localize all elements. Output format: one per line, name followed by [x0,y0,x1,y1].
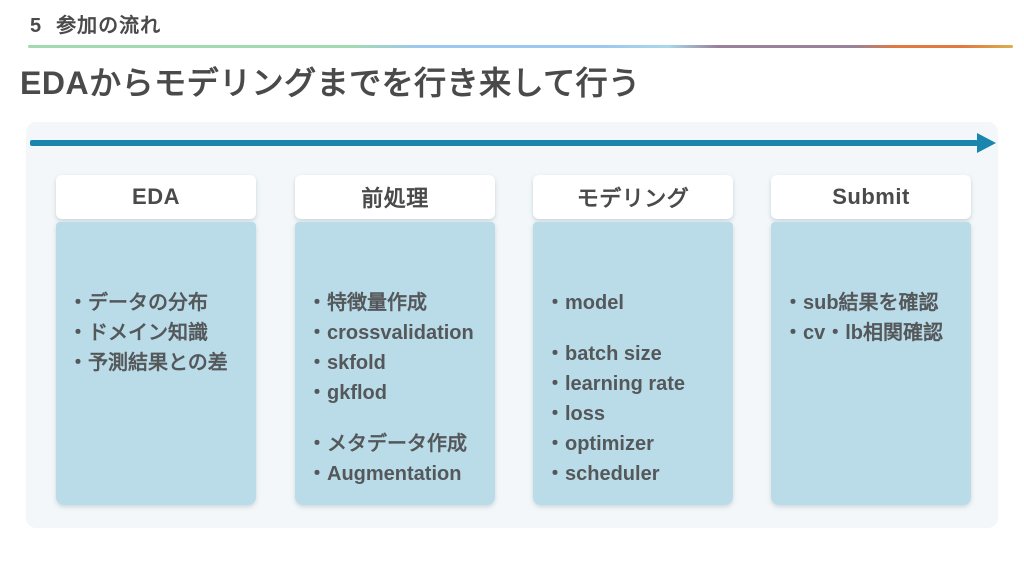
flow-column-body: ・sub結果を確認・cv・lb相関確認 [771,222,971,505]
flow-item-spacer [545,318,725,339]
flow-item: ・特徴量作成 [307,292,427,314]
flow-column-header: 前処理 [295,175,495,219]
flow-item: ・Augmentation [307,463,462,485]
page-title: EDAからモデリングまでを行き来して行う [20,65,641,101]
flow-item: ・gkflod [307,382,387,404]
timeline-arrow-line [30,140,978,146]
header-divider-gradient-line [28,45,1013,48]
flow-item: ・予測結果との差 [68,352,228,374]
timeline-arrow-head-icon [977,133,996,153]
flow-column-header: モデリング [533,175,733,219]
flow-column-eda: EDA ・データの分布・ドメイン知識・予測結果との差 [56,175,256,505]
flow-column-modeling: モデリング ・model ・batch size ・learning rate ・lo… [533,175,733,505]
flow-column-header: EDA [56,175,256,219]
flow-item: ・scheduler [545,463,660,485]
flow-item: ・batch size [545,343,662,365]
flow-item-spacer [307,408,487,429]
flow-column-body: ・データの分布・ドメイン知識・予測結果との差 [56,222,256,505]
flow-column-body: ・model ・batch size ・learning rate ・loss ・opt… [533,222,733,505]
flow-item: ・cv・lb相関確認 [783,322,944,344]
flow-item: ・learning rate [545,373,686,395]
flow-item: ・model [545,292,624,314]
flow-item: ・ドメイン知識 [68,322,208,344]
flow-item: ・crossvalidation [307,322,474,344]
flow-item: ・optimizer [545,433,654,455]
flow-item: ・sub結果を確認 [783,292,939,314]
slide-section-label: 参加の流れ [56,15,162,37]
flow-item: ・skfold [307,352,386,374]
flow-item: ・メタデータ作成 [307,433,467,455]
slide-number: 5 [30,15,43,37]
flow-item: ・データの分布 [68,292,208,314]
flow-column-preprocessing: 前処理 ・特徴量作成・crossvalidation ・skfold ・gkflod… [295,175,495,505]
flow-column-header: Submit [771,175,971,219]
flow-panel: EDA ・データの分布・ドメイン知識・予測結果との差 前処理 ・特徴量作成・cr… [26,122,998,528]
flow-item: ・loss [545,403,606,425]
flow-column-submit: Submit ・sub結果を確認・cv・lb相関確認 [771,175,971,505]
flow-column-body: ・特徴量作成・crossvalidation ・skfold ・gkflod ・メタデ… [295,222,495,505]
slide-section-header: 5 参加の流れ [30,9,161,38]
